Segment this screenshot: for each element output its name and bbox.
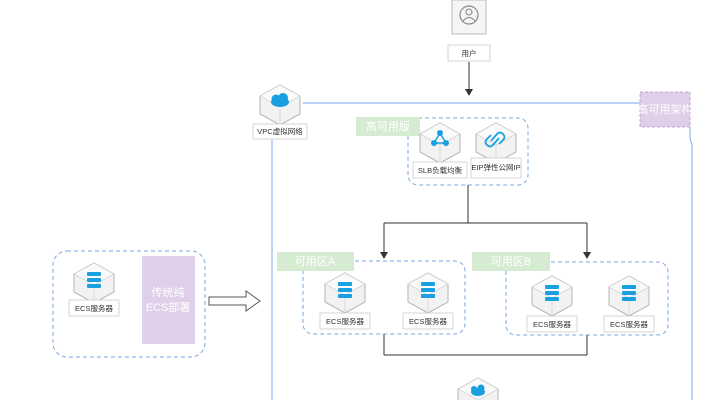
ha-version-group: 高可用版 SLB负载均衡 EIP弹性公网IP — [356, 117, 529, 186]
user-icon — [459, 5, 479, 25]
ha-version-label: 高可用版 — [366, 119, 410, 133]
zone-b-label: 可用区B — [491, 256, 531, 268]
ecs-node: ECS服务器 — [603, 275, 655, 333]
ecs-label: ECS服务器 — [533, 319, 571, 329]
link-icon — [484, 131, 506, 148]
eip-node: EIP弹性公网IP — [470, 122, 522, 179]
server-icon — [545, 285, 559, 301]
slb-node: SLB负载均衡 — [412, 122, 468, 179]
ecs-node: ECS服务器 — [68, 262, 120, 317]
ecs-node: ECS服务器 — [526, 275, 578, 333]
ecs-node: ECS服务器 — [319, 272, 371, 330]
database-node — [457, 377, 499, 400]
zone-b-group: 可用区B ECS服务器 ECS服务器 — [472, 252, 669, 336]
ha-architecture-tag: 高可用架构 — [638, 91, 693, 128]
vpc-label: VPC虚拟网络 — [257, 126, 303, 136]
eip-label: EIP弹性公网IP — [471, 162, 520, 172]
server-icon — [338, 282, 352, 298]
vpc-boundary — [271, 102, 693, 400]
ecs-label: ECS服务器 — [409, 316, 447, 326]
zone-a-label: 可用区A — [295, 256, 336, 268]
cloud-icon — [271, 93, 289, 107]
server-icon — [622, 285, 636, 301]
traditional-group: ECS服务器 传统纯 ECS部署 — [52, 250, 206, 358]
user-node: 用户 — [447, 0, 491, 62]
connector-to-zones — [380, 185, 591, 259]
migration-arrow — [208, 290, 261, 312]
vpc-node: VPC虚拟网络 — [252, 84, 308, 140]
slb-label: SLB负载均衡 — [418, 165, 463, 175]
traditional-label-line2: ECS部署 — [146, 300, 191, 314]
connector-below-zones — [383, 334, 588, 356]
traditional-label-line1: 传统纯 — [152, 286, 185, 299]
server-icon — [421, 282, 435, 298]
ecs-label: ECS服务器 — [326, 316, 364, 326]
ha-architecture-label: 高可用架构 — [638, 102, 693, 116]
ecs-node: ECS服务器 — [402, 272, 454, 330]
zone-a-group: 可用区A ECS服务器 ECS服务器 — [277, 252, 466, 335]
database-icon — [471, 384, 485, 396]
ecs-label: ECS服务器 — [75, 303, 113, 313]
user-label: 用户 — [462, 48, 477, 58]
ecs-label: ECS服务器 — [610, 319, 648, 329]
server-icon — [87, 272, 101, 288]
network-nodes-icon — [431, 130, 449, 146]
